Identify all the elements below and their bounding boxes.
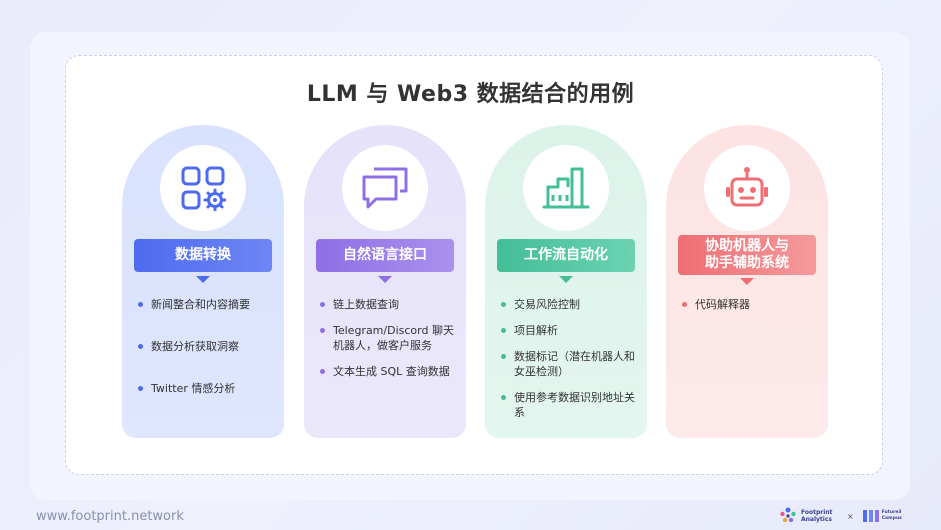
list-item: 使用参考数据识别地址关系: [501, 390, 641, 420]
list-item: 数据分析获取洞察: [138, 339, 278, 354]
grid-gear-icon: [181, 166, 226, 211]
usecase-label: 数据转换: [134, 239, 272, 272]
caret-down-icon: [559, 276, 573, 283]
icon-circle: [342, 145, 428, 231]
logo-text-line1: Future3: [881, 510, 902, 515]
future3-logo-text: Future3 Campus: [882, 510, 908, 522]
usecase-label: 工作流自动化: [497, 239, 635, 272]
page-title: LLM 与 Web3 数据结合的用例: [306, 82, 635, 107]
caret-down-icon: [740, 278, 754, 285]
chat-bubbles-icon: [362, 167, 408, 209]
usecase-list: 代码解释器: [682, 297, 822, 312]
caret-down-icon: [378, 276, 392, 283]
usecase-list: 链上数据查询 Telegram/Discord 聊天机器人，做客户服务 文本生成…: [320, 297, 460, 390]
list-item: 链上数据查询: [320, 297, 460, 312]
list-item: Telegram/Discord 聊天机器人，做客户服务: [320, 323, 460, 353]
list-item: Twitter 情感分析: [138, 381, 278, 396]
usecase-card-assistant-bots: 协助机器人与 助手辅助系统 代码解释器: [666, 125, 828, 438]
usecase-label: 自然语言接口: [316, 239, 454, 272]
list-item: 新闻整合和内容摘要: [138, 297, 278, 312]
usecase-label-line2: 助手辅助系统: [705, 255, 789, 271]
usecase-card-natural-language: 自然语言接口 链上数据查询 Telegram/Discord 聊天机器人，做客户…: [304, 125, 466, 438]
logo-text-line2: Analytics: [801, 516, 832, 523]
usecase-card-workflow-automation: 工作流自动化 交易风险控制 项目解析 数据标记（潜在机器人和女巫检测） 使用参考…: [485, 125, 647, 438]
footprint-logo-icon: [780, 507, 796, 523]
usecase-list: 交易风险控制 项目解析 数据标记（潜在机器人和女巫检测） 使用参考数据识别地址关…: [501, 297, 641, 431]
logo-text-line1: Footprint: [801, 509, 833, 516]
future3-logo-icon: [862, 510, 879, 522]
list-item: 项目解析: [501, 323, 641, 338]
usecase-label: 协助机器人与 助手辅助系统: [678, 235, 816, 275]
caret-down-icon: [196, 276, 210, 283]
usecase-list: 新闻整合和内容摘要 数据分析获取洞察 Twitter 情感分析: [138, 297, 278, 423]
list-item: 交易风险控制: [501, 297, 641, 312]
list-item: 代码解释器: [682, 297, 822, 312]
usecase-card-data-transformation: 数据转换 新闻整合和内容摘要 数据分析获取洞察 Twitter 情感分析: [122, 125, 284, 438]
logo-separator: ×: [847, 511, 854, 521]
footer-logos: Footprint Analytics × Future3 Campus: [778, 506, 908, 526]
icon-circle: [523, 145, 609, 231]
footprint-logo-text: Footprint Analytics: [801, 509, 841, 523]
list-item: 数据标记（潜在机器人和女巫检测）: [501, 349, 641, 379]
icon-circle: [160, 145, 246, 231]
icon-circle: [704, 145, 790, 231]
logo-text-line2: Campus: [881, 516, 902, 521]
usecase-label-line1: 协助机器人与: [705, 238, 789, 254]
robot-icon: [726, 167, 768, 207]
factory-icon: [542, 167, 590, 209]
list-item: 文本生成 SQL 查询数据: [320, 364, 460, 379]
footer-url[interactable]: www.footprint.network: [36, 509, 184, 524]
